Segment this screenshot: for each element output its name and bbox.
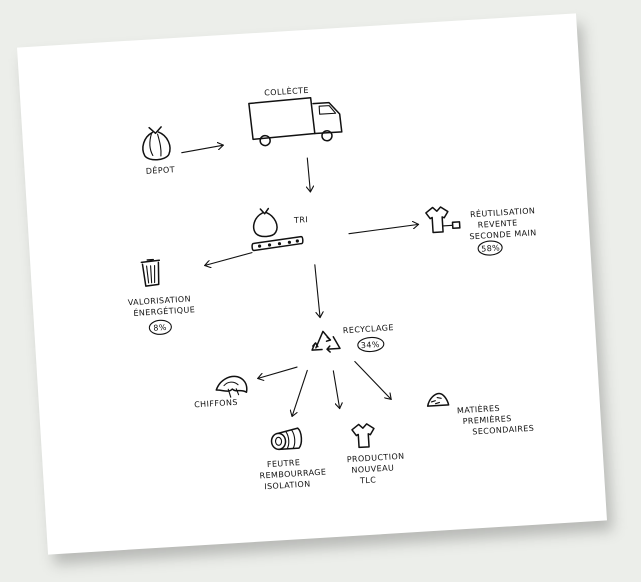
trash-bag-icon (142, 126, 171, 161)
label-seconde-main: SECONDE MAIN (469, 228, 537, 241)
label-matieres: MATIÈRES (457, 402, 501, 416)
label-isolation: ISOLATION (264, 479, 311, 491)
truck-icon (248, 96, 343, 147)
label-valorisation: VALORISATION (128, 294, 192, 307)
label-feutre: FEUTRE (267, 458, 301, 469)
tshirt-price-tag-icon (425, 206, 461, 234)
flow-diagram: DÉPOT COLLÈCTE TRI RÉUTILISATION REVENTE… (128, 84, 537, 491)
fabric-roll-icon (270, 427, 303, 451)
badge-valorisation (148, 319, 172, 335)
label-rembourrage: REMBOURRAGE (259, 467, 326, 480)
badge-reutilisation (477, 240, 503, 256)
arrow-tri-to-recyclage (314, 264, 320, 319)
arrow-depot-to-collecte (181, 145, 224, 154)
badge-reutilisation-value: 58% (481, 243, 500, 253)
label-collecte: COLLÈCTE (264, 84, 309, 98)
label-nouveau: NOUVEAU (351, 463, 394, 475)
label-production: PRODUCTION (347, 452, 405, 465)
conveyor-sorting-icon (251, 207, 304, 252)
arrow-tri-to-reutilisation (348, 224, 420, 235)
label-revente: REVENTE (477, 218, 517, 229)
label-reutilisation: RÉUTILISATION (470, 204, 536, 219)
label-recyclage: RECYCLAGE (343, 323, 394, 335)
fiber-pile-icon (426, 392, 450, 407)
label-secondaires: SECONDAIRES (472, 424, 534, 437)
rags-icon (215, 375, 248, 398)
arrow-recyclage-to-chiffons (257, 366, 298, 378)
arrow-collecte-to-tri (307, 157, 310, 193)
paper-sheet: DÉPOT COLLÈCTE TRI RÉUTILISATION REVENTE… (17, 13, 607, 555)
label-depot: DÉPOT (145, 163, 175, 176)
badge-recyclage-value: 34% (361, 340, 380, 350)
label-chiffons: CHIFFONS (194, 398, 238, 410)
badge-recyclage (357, 336, 385, 353)
badge-valorisation-value: 8% (153, 323, 167, 333)
arrow-recyclage-to-feutre (289, 369, 308, 418)
trash-bin-icon (140, 258, 161, 287)
arrow-tri-to-valorisation (204, 252, 253, 266)
label-tri: TRI (293, 215, 309, 225)
recycle-icon (311, 330, 341, 353)
arrow-recyclage-to-matieres (354, 360, 392, 400)
tshirt-icon (351, 423, 375, 449)
label-premieres: PREMIÈRES (462, 412, 512, 426)
arrow-recyclage-to-production (332, 370, 339, 410)
label-tlc: TLC (359, 475, 377, 485)
